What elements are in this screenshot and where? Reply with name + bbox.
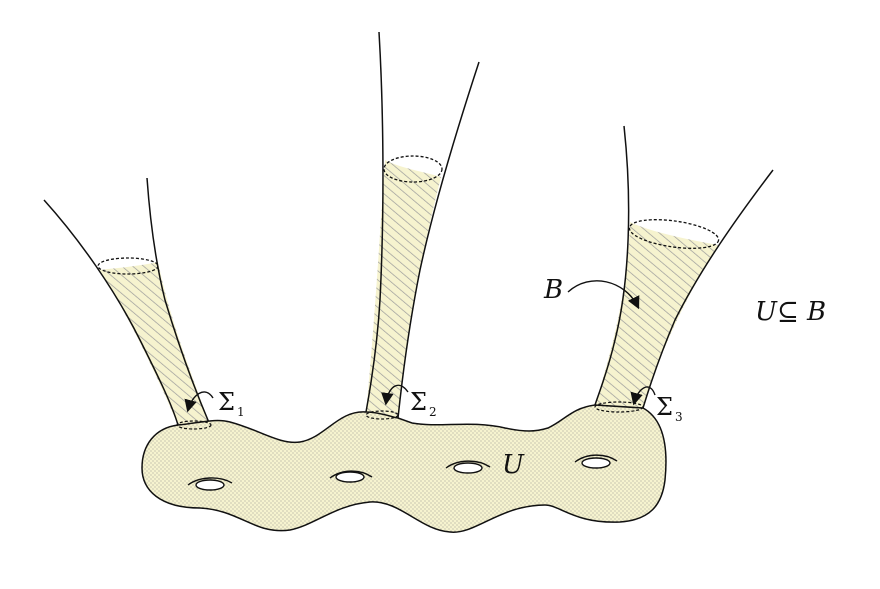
genus-handle-icon bbox=[329, 470, 373, 483]
middle-arm-outer-edge bbox=[365, 31, 384, 413]
sigma1-boundary bbox=[176, 420, 212, 430]
right-arm-boundary-top bbox=[628, 219, 720, 249]
sigma1-symbol: Σ bbox=[218, 388, 235, 416]
sigma1-arrow-icon bbox=[184, 391, 214, 413]
genus-handle-icon bbox=[187, 477, 233, 491]
genus-handle-icon bbox=[445, 460, 491, 474]
sigma1-label: Σ 1 bbox=[218, 388, 245, 419]
b-arrow-icon bbox=[567, 280, 640, 310]
surface-u bbox=[141, 404, 667, 533]
sigma2-subscript: 2 bbox=[429, 405, 437, 419]
right-arm-inner-edge bbox=[642, 169, 774, 409]
middle-arm bbox=[365, 31, 480, 419]
left-arm-collar bbox=[98, 262, 210, 425]
label-u: U bbox=[502, 450, 525, 480]
sigma3-label: Σ 3 bbox=[656, 393, 683, 424]
sigma1-subscript: 1 bbox=[237, 405, 245, 419]
right-arm-outer-edge bbox=[594, 125, 630, 406]
subset-b: B bbox=[806, 297, 826, 327]
middle-arm-collar bbox=[366, 160, 441, 418]
middle-arm-boundary-top bbox=[383, 155, 443, 183]
left-arm bbox=[43, 177, 211, 426]
right-arm bbox=[594, 125, 774, 409]
label-b: B bbox=[543, 275, 563, 305]
subset-symbol: ⊆ bbox=[777, 297, 799, 327]
middle-arm-inner-edge bbox=[397, 61, 480, 419]
subset-u: U bbox=[755, 297, 778, 327]
left-arm-inner-edge bbox=[146, 177, 211, 426]
sigma3-symbol: Σ bbox=[656, 393, 673, 421]
sigma2-symbol: Σ bbox=[410, 388, 427, 416]
sigma3-subscript: 3 bbox=[675, 410, 683, 424]
left-arm-outer-edge bbox=[43, 199, 179, 426]
genus-handle-icon bbox=[574, 454, 618, 469]
sigma2-label: Σ 2 bbox=[410, 388, 437, 419]
sigma2-boundary bbox=[365, 410, 399, 420]
subset-relation: U ⊆ B bbox=[755, 297, 826, 327]
right-arm-collar bbox=[595, 222, 718, 408]
genus-handles bbox=[187, 454, 618, 491]
sigma2-arrow-icon bbox=[381, 384, 409, 406]
sigma3-arrow-icon bbox=[630, 386, 656, 406]
sigma3-boundary bbox=[594, 401, 644, 413]
